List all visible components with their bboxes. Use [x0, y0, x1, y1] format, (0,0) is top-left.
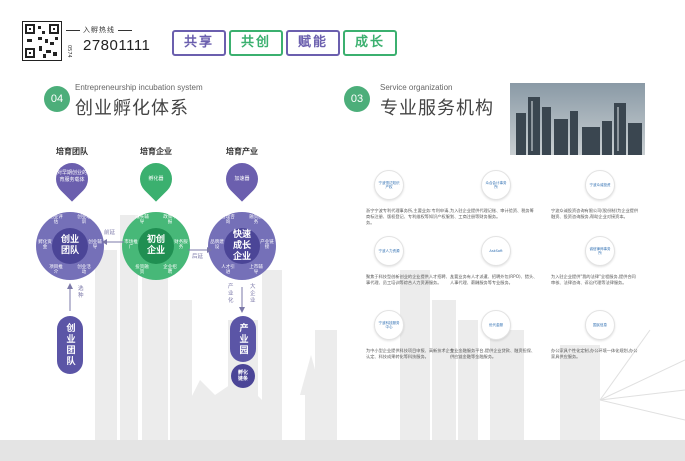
- wheel-team-seg-5: 项目推介: [49, 265, 63, 275]
- area-code: 0574: [66, 45, 72, 58]
- wheel-team-seg-1: 创业评估: [49, 215, 63, 225]
- service-logo-text: 优代金服: [489, 323, 503, 327]
- arrow-updown-icon: [239, 287, 245, 313]
- wheel-core-team: 创业团队: [52, 228, 88, 264]
- wheel-enterprise-seg-4: 企业招聘: [163, 265, 177, 275]
- section1-title-en: Entrepreneurship incubation system: [75, 83, 203, 92]
- service-desc: 宁波众诚投资咨询有限公司(股份制)为企业提供融资、投资咨询服务,帮助企业对接资本…: [551, 208, 639, 219]
- wheel-industry-seg-6: 品牌建设: [210, 240, 224, 250]
- wheel-team-seg-3: 创业辅导: [88, 240, 102, 250]
- service-logo-text: 众合会计事务所: [485, 181, 507, 189]
- wheel-team-seg-4: 创业活动: [77, 265, 91, 275]
- service-logo-text: 宁波恒达知识产权: [378, 181, 400, 189]
- service-desc: 为中小型企业提供科技项目申报、高新技术企业认定、科技成果转化等科技服务。: [366, 348, 454, 359]
- chain-badge: 孵化链条: [231, 364, 255, 388]
- service-logo: 国民信息: [585, 310, 615, 340]
- arrow-label-back: 后延: [192, 254, 204, 260]
- service-logo: 宁波众诚投资: [585, 170, 615, 200]
- keyword-share: 共享: [172, 30, 226, 56]
- arrow-forward-icon: [102, 239, 124, 245]
- service-desc: 聚焦于科技型创新创业的企业提供人才招聘、人事代理、员工培训等综合人力资源服务。: [366, 274, 454, 285]
- service-logo: 优代金服: [481, 310, 511, 340]
- arrow-label-big-enterprise: 大企业: [250, 284, 256, 304]
- wheel-core-industry: 快速成长企业: [224, 228, 260, 264]
- service-desc: 办公家具个性化定制,办公环境一体化规划,办公家具供应服务。: [551, 348, 638, 359]
- wheel-industry-seg-2: 融资服务: [249, 215, 263, 225]
- service-desc: 浙宁宁波专利代理事务所,主要业务:专利申请、商标注册、版权登记、专利维权等知识产…: [366, 208, 453, 225]
- arrow-label-select: 选种: [78, 286, 84, 299]
- wheel-enterprise-seg-6: 市场推广: [124, 240, 138, 250]
- service-logo-text: 宁波人力资源: [378, 249, 400, 253]
- hotline-phone: 27801111: [83, 37, 151, 54]
- section1-title-zh: 创业孵化体系: [75, 98, 189, 119]
- service-desc: 为入驻企业提供"我的法律"全程服务,提供合同审核、法律咨询、诉讼代理等法律服务。: [551, 274, 636, 285]
- wheel-team-seg-2: 创业培训: [77, 215, 91, 225]
- qr-code: [22, 21, 62, 61]
- wheel-industry-seg-1: 管理咨询: [221, 215, 235, 225]
- pin-text-team: 针对早期创业的孵育服务载体: [52, 170, 93, 183]
- column-head-industry: 培育产业: [226, 147, 258, 156]
- service-logo: 宁波人力资源: [374, 236, 404, 266]
- pill-startup-team: 创业团队: [57, 316, 83, 374]
- section2-title-en: Service organization: [380, 83, 453, 92]
- service-logo-text: AskSoft: [489, 249, 503, 253]
- service-desc: 专业金融服务平台,提供企业贷款、融资担保、供应链金融等金融服务。: [450, 348, 536, 359]
- wheel-industry-seg-3: 产业链接: [260, 240, 274, 250]
- pill-industrial-park: 产业园: [230, 316, 256, 362]
- section2-title-zh: 专业服务机构: [380, 98, 494, 119]
- keyword-cocreate: 共创: [229, 30, 283, 56]
- wheel-industry-seg-5: 人才引进: [221, 265, 235, 275]
- service-logo: 诚信律师事务所: [585, 236, 615, 266]
- arrow-back-icon: [188, 247, 212, 253]
- city-photo: [510, 83, 645, 155]
- service-desc: 为入驻企业提供代理记账、审计验资、税务筹划、工商注册等财务服务。: [450, 208, 534, 219]
- wheel-team-seg-6: 孵化资金: [38, 240, 52, 250]
- arrow-label-industrialize: 产业化: [228, 284, 234, 304]
- column-head-team: 培育团队: [56, 147, 88, 156]
- service-logo: 宁波科技服务中心: [374, 310, 404, 340]
- column-head-enterprise: 培育企业: [140, 147, 172, 156]
- section1-number: 04: [44, 86, 70, 112]
- pin-text-industry: 加速器: [234, 176, 250, 182]
- pin-text-enterprise: 孵化器: [148, 176, 164, 182]
- service-logo-text: 宁波科技服务中心: [378, 321, 400, 329]
- section2-number: 03: [344, 86, 370, 112]
- service-desc: 主要业务有人才派遣、招聘外包(RPO)、猎头、人事代理、薪酬服务等专业服务。: [450, 274, 538, 285]
- service-logo: 宁波恒达知识产权: [374, 170, 404, 200]
- service-logo-text: 宁波众诚投资: [589, 183, 611, 187]
- service-logo-text: 国民信息: [593, 323, 607, 327]
- keyword-growth: 成长: [343, 30, 397, 56]
- keyword-empower: 赋能: [286, 30, 340, 56]
- service-logo: AskSoft: [481, 236, 511, 266]
- wheel-core-enterprise: 初创企业: [138, 228, 174, 264]
- wheel-enterprise-seg-2: 政策申报: [163, 215, 177, 225]
- wheel-enterprise-seg-1: 成长辅导: [135, 215, 149, 225]
- service-logo: 众合会计事务所: [481, 170, 511, 200]
- service-logo-text: 诚信律师事务所: [589, 247, 611, 255]
- hotline-label: 入孵热线: [66, 25, 132, 35]
- wheel-enterprise-seg-5: 投资融资: [135, 265, 149, 275]
- wheel-enterprise-seg-3: 财务服务: [174, 240, 188, 250]
- wheel-industry-seg-4: 上市辅导: [249, 265, 263, 275]
- arrow-label-front: 前延: [104, 230, 116, 236]
- arrow-up-icon: [67, 283, 73, 311]
